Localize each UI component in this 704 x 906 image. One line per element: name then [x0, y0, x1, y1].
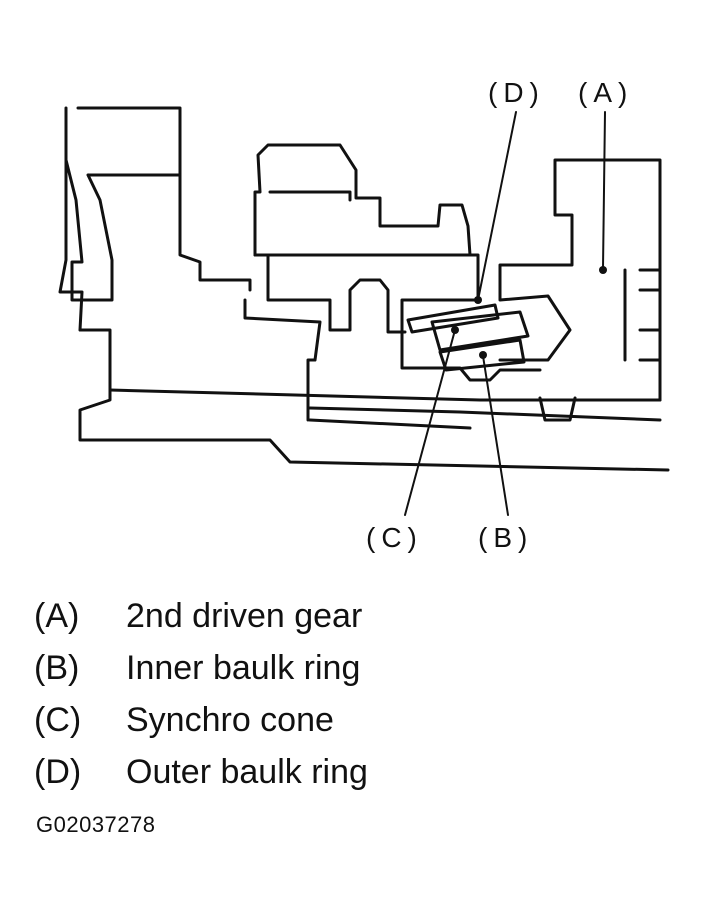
legend-row: (C) Synchro cone: [34, 694, 368, 746]
hub-left: [243, 298, 322, 422]
outer-baulk-ring: [406, 303, 500, 334]
driven-gear-teeth: [623, 268, 662, 362]
figure-code: G02037278: [36, 812, 156, 837]
shaft: [108, 388, 662, 430]
transmission-cross-section-diagram: (D) (A) (C) (B): [58, 77, 670, 553]
legend-key: (A): [34, 596, 80, 635]
point-d-dot: [474, 296, 482, 304]
shift-fork: [64, 106, 182, 302]
legend-row: (A) 2nd driven gear: [34, 590, 368, 642]
leader-d: [477, 111, 517, 301]
callout-b: (B): [478, 522, 533, 553]
legend-description: Outer baulk ring: [126, 752, 368, 791]
inner-baulk-ring: [438, 338, 526, 372]
legend-description: Inner baulk ring: [126, 648, 361, 687]
point-b-dot: [479, 351, 487, 359]
upper-gear-inner: [268, 190, 352, 202]
callout-a: (A): [578, 77, 633, 108]
point-a-dot: [599, 266, 607, 274]
fork-arm: [178, 173, 252, 292]
legend-description: 2nd driven gear: [126, 596, 363, 635]
legend-description: Synchro cone: [126, 700, 334, 739]
leader-c: [404, 329, 456, 516]
left-housing-outline: [58, 106, 670, 472]
legend: (A) 2nd driven gear (B) Inner baulk ring…: [34, 590, 368, 798]
leader-a: [602, 111, 606, 269]
point-c-dot: [451, 326, 459, 334]
driven-gear-outline: [498, 158, 662, 402]
legend-key: (D): [34, 752, 82, 791]
synchro-cone: [430, 310, 530, 352]
legend-row: (B) Inner baulk ring: [34, 642, 368, 694]
hub-teeth: [266, 253, 407, 334]
legend-key: (B): [34, 648, 80, 687]
legend-key: (C): [34, 700, 82, 739]
shaft-end: [538, 396, 577, 422]
synchro-sleeve: [253, 253, 542, 382]
callout-c: (C): [366, 522, 423, 553]
leader-b: [482, 355, 509, 516]
upper-gear-block: [253, 143, 472, 257]
legend-row: (D) Outer baulk ring: [34, 746, 368, 798]
callout-d: (D): [488, 77, 545, 108]
